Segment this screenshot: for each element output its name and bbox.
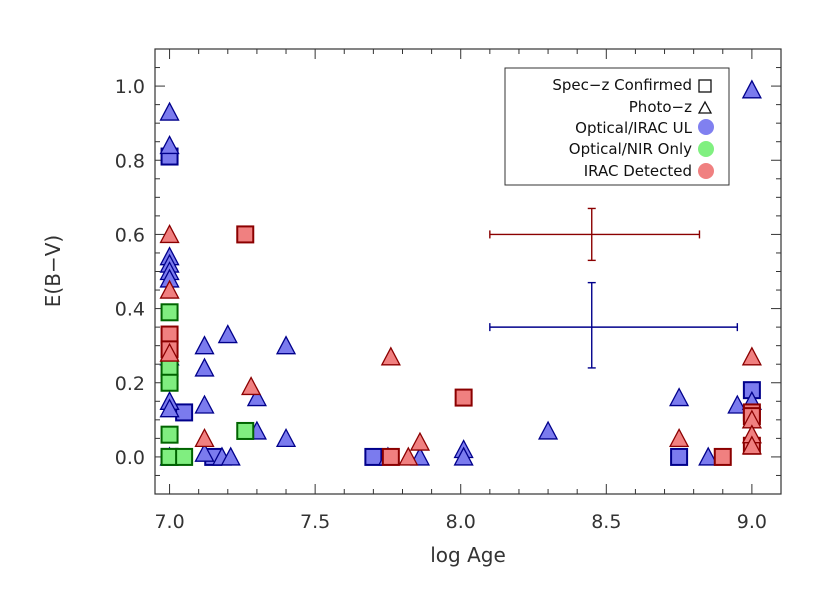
legend-square-icon xyxy=(698,79,712,93)
x-tick-label: 8.0 xyxy=(446,511,476,533)
photo-z-triangle-marker xyxy=(741,346,762,366)
x-tick-label: 7.5 xyxy=(300,511,330,533)
spec-z-square-marker xyxy=(713,447,732,466)
photo-z-triangle-marker xyxy=(159,342,180,362)
photo-z-triangle-marker xyxy=(246,387,267,407)
legend-blue-circle-icon xyxy=(698,119,714,135)
spec-z-square-marker xyxy=(160,325,179,344)
photo-z-triangle-marker xyxy=(275,427,297,448)
y-tick-label: 0.4 xyxy=(115,299,145,321)
legend-label-photo-z: Photo−z xyxy=(629,98,692,116)
photo-z-triangle-marker xyxy=(669,387,690,407)
legend-label-irac-detected: IRAC Detected xyxy=(584,162,692,180)
y-tick-label: 0.0 xyxy=(115,447,145,469)
photo-z-triangle-marker xyxy=(159,101,180,121)
spec-z-square-marker xyxy=(160,358,179,377)
photo-z-triangle-marker xyxy=(159,398,180,418)
photo-z-triangle-marker xyxy=(159,224,180,244)
legend-box xyxy=(504,67,730,186)
photo-z-triangle-marker xyxy=(194,394,215,414)
photo-z-triangle-marker xyxy=(409,431,431,451)
spec-z-square-marker xyxy=(236,421,255,440)
legend-label-optical-nir-only: Optical/NIR Only xyxy=(569,140,692,158)
photo-z-triangle-marker xyxy=(380,346,401,366)
photo-z-triangle-marker xyxy=(159,279,180,299)
photo-z-triangle-marker xyxy=(241,376,262,396)
photo-z-triangle-marker xyxy=(398,446,419,466)
legend-label-spec-z: Spec−z Confirmed xyxy=(552,76,692,94)
photo-z-triangle-marker xyxy=(275,335,297,355)
y-axis-title: E(B−V) xyxy=(41,235,65,307)
photo-z-triangle-marker xyxy=(159,135,180,155)
x-tick-label: 9.0 xyxy=(737,511,767,533)
legend: Spec−z Confirmed Photo−z Optical/IRAC UL… xyxy=(504,67,730,186)
photo-z-triangle-marker xyxy=(741,79,762,99)
spec-z-square-marker xyxy=(364,447,383,466)
photo-z-triangle-marker xyxy=(194,427,215,448)
photo-z-triangle-marker xyxy=(669,427,690,448)
y-tick-label: 0.8 xyxy=(115,150,145,172)
photo-z-triangle-marker xyxy=(741,435,762,455)
y-tick-label: 0.6 xyxy=(115,224,145,246)
spec-z-square-marker xyxy=(175,403,194,422)
spec-z-square-marker xyxy=(160,373,179,392)
photo-z-triangle-marker xyxy=(194,335,215,355)
legend-triangle-icon xyxy=(697,100,713,114)
x-tick-label: 8.5 xyxy=(591,511,621,533)
spec-z-square-marker xyxy=(670,447,689,466)
error-bars xyxy=(489,207,739,369)
spec-z-square-marker xyxy=(175,447,194,466)
photo-z-triangle-marker xyxy=(217,324,238,344)
photo-z-triangle-marker xyxy=(220,446,241,466)
photo-z-triangle-marker xyxy=(727,394,748,414)
spec-z-square-marker xyxy=(160,425,179,444)
axis-ticks: 7.0 7.5 8.0 8.5 9.0 0.0 0.2 0.4 0.6 0.8 1.0 xyxy=(115,49,781,533)
spec-z-square-marker xyxy=(160,303,179,322)
spec-z-square-marker xyxy=(236,225,255,244)
legend-red-circle-icon xyxy=(698,163,714,179)
y-tick-label: 0.2 xyxy=(115,373,145,395)
legend-green-circle-icon xyxy=(698,141,714,157)
photo-z-triangle-marker xyxy=(537,420,559,440)
legend-label-optical-irac-ul: Optical/IRAC UL xyxy=(575,119,692,137)
photo-z-triangle-marker xyxy=(698,446,719,466)
spec-z-square-marker xyxy=(381,447,400,466)
photo-z-triangle-marker xyxy=(453,446,474,466)
spec-z-square-marker xyxy=(454,388,473,407)
y-tick-label: 1.0 xyxy=(115,76,145,98)
photo-z-triangle-marker xyxy=(194,357,215,377)
x-tick-label: 7.0 xyxy=(154,511,184,533)
x-axis-title: log Age xyxy=(430,543,506,567)
data-markers xyxy=(159,79,762,466)
photo-z-triangle-marker xyxy=(194,442,215,462)
